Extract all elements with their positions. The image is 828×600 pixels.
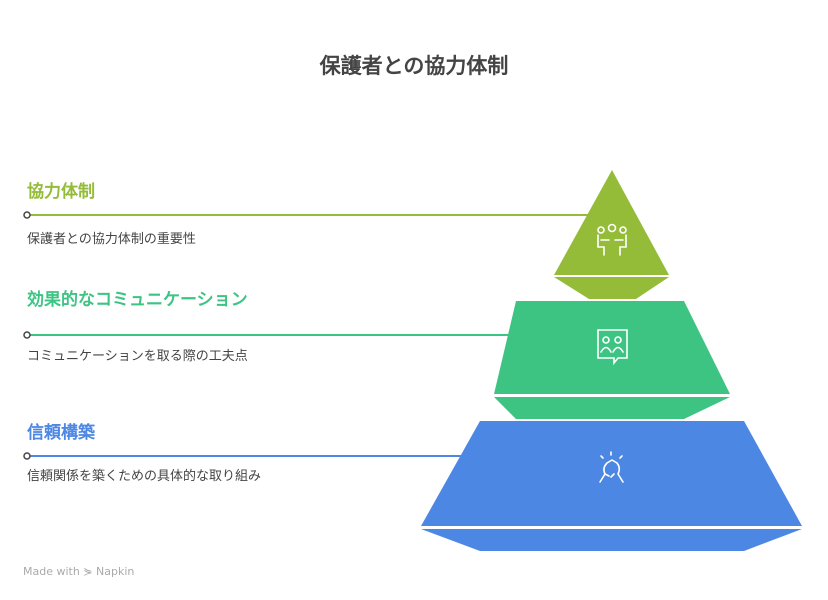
level-3-heading: 信頼構築 <box>27 423 95 443</box>
handshake-icon <box>599 451 624 483</box>
pyramid-level-2 <box>494 301 730 419</box>
pyramid-level-3 <box>421 421 802 551</box>
level-2-description: コミュニケーションを取る際の工夫点 <box>27 349 248 364</box>
pyramid-level-1 <box>554 170 669 299</box>
connector-lines <box>23 211 588 460</box>
level-2-heading: 効果的なコミュニケーション <box>27 290 248 310</box>
connector-dot-3 <box>23 452 31 460</box>
group-chat-icon <box>597 329 628 366</box>
level-1-heading: 協力体制 <box>27 182 95 202</box>
connector-dot-2 <box>23 331 31 339</box>
teamwork-gear-icon <box>597 223 627 256</box>
level-1-description: 保護者との協力体制の重要性 <box>27 232 196 247</box>
napkin-footer[interactable]: Made with ⋟ Napkin <box>23 565 135 578</box>
connector-dot-1 <box>23 211 31 219</box>
diagram-title: 保護者との協力体制 <box>319 54 509 78</box>
level-3-description: 信頼関係を築くための具体的な取り組み <box>27 469 262 484</box>
